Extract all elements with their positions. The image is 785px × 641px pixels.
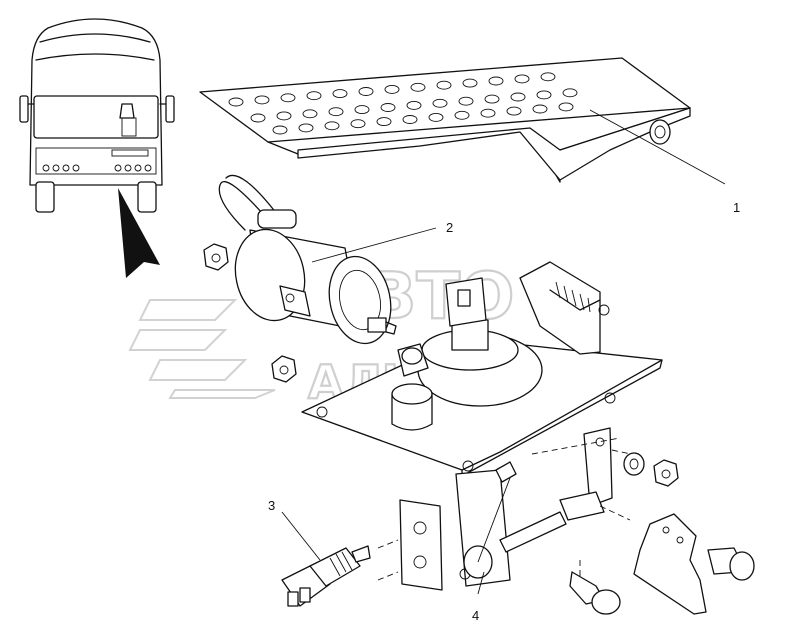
perforation-hole [506,106,522,116]
perforation-hole [410,82,426,92]
perforation-hole [484,94,500,104]
callout-1: 1 [733,200,740,215]
perforation-hole [532,104,548,114]
perforation-hole [298,123,314,133]
perforation-hole [428,112,444,122]
perforation-hole [324,121,340,131]
perforation-hole [510,92,526,102]
perforation-hole [454,110,470,120]
callout-2: 2 [446,220,453,235]
perforation-hole [358,87,374,96]
perforation-hole [406,100,422,110]
bolt-right [707,547,755,581]
hex-nut-lower [271,355,297,383]
bus-front-view [19,18,175,213]
hex-nut-upper [203,243,229,271]
perforation-hole [462,78,478,88]
perforation-hole [376,117,392,127]
mounting-plate [301,261,663,477]
callout-labels: 1 2 3 4 [268,200,740,623]
pedal-plate [199,57,691,183]
perforation-hole [432,98,448,108]
perforation-hole [254,95,270,105]
perforation-hole [384,84,400,94]
perforation-hole [380,103,396,112]
perforation-hole [276,111,292,121]
perforation-hole [302,109,318,119]
perforation-hole [272,125,288,135]
perforation-hole [562,88,578,98]
callout-4: 4 [472,608,479,623]
perforation-hole [458,96,474,106]
perforation-hole [540,72,556,82]
watermark-logo-icon [128,299,276,399]
perforation-hole [480,108,496,118]
perforation-hole [488,76,504,86]
perforation-hole [536,90,552,100]
perforation-hole [250,113,266,123]
perforation-hole [280,93,296,103]
callout-3: 3 [268,498,275,513]
perforation-hole [354,105,370,115]
perforation-hole [306,91,322,101]
callout-leaders [281,109,726,595]
perforation-hole [436,80,452,90]
angle-bracket [633,513,707,615]
hex-nut-right [653,459,679,487]
washer [623,452,645,476]
bracket-linkage [377,427,641,591]
perforation-hole [402,115,418,124]
perforation-hole [228,97,244,107]
perforation-hole [350,119,366,129]
sensor-switch [281,545,371,607]
bolt-bottom [569,571,621,615]
direction-arrow-icon [118,188,160,278]
perforation-hole [558,102,574,112]
perforation-hole [328,107,344,117]
solenoid-cylinder [218,174,397,345]
perforation-hole [514,74,530,84]
perforation-hole [332,89,348,99]
